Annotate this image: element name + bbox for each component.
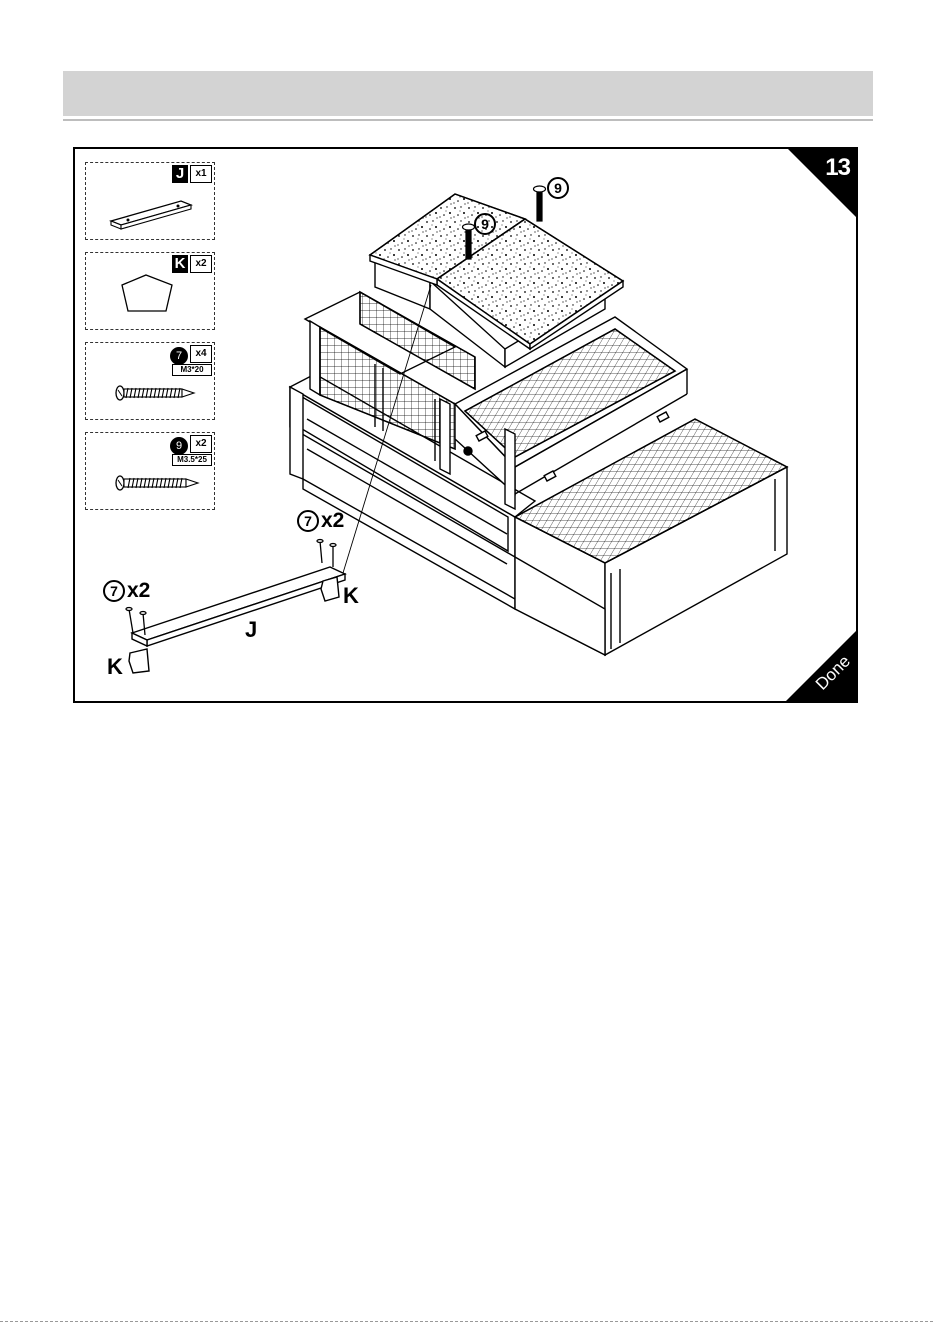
label-k-right: K [343, 583, 359, 609]
label-j: J [245, 617, 257, 643]
header-bar [63, 71, 873, 116]
screw-callout-9-mid: 9 [474, 213, 498, 235]
header-rule [63, 119, 873, 121]
label-k-left: K [107, 654, 123, 680]
screw-callout-7-left: 7 x2 [103, 579, 150, 603]
page-bottom-edge [0, 1321, 933, 1323]
screw-callout-9-top: 9 [547, 177, 571, 199]
rail-j [132, 567, 345, 646]
hutch-assembly-illustration [75, 149, 858, 703]
screw-callout-7-right: 7 x2 [297, 509, 344, 533]
instruction-frame: 13 Done J x1 K x2 7 x4 M3*20 [73, 147, 858, 703]
